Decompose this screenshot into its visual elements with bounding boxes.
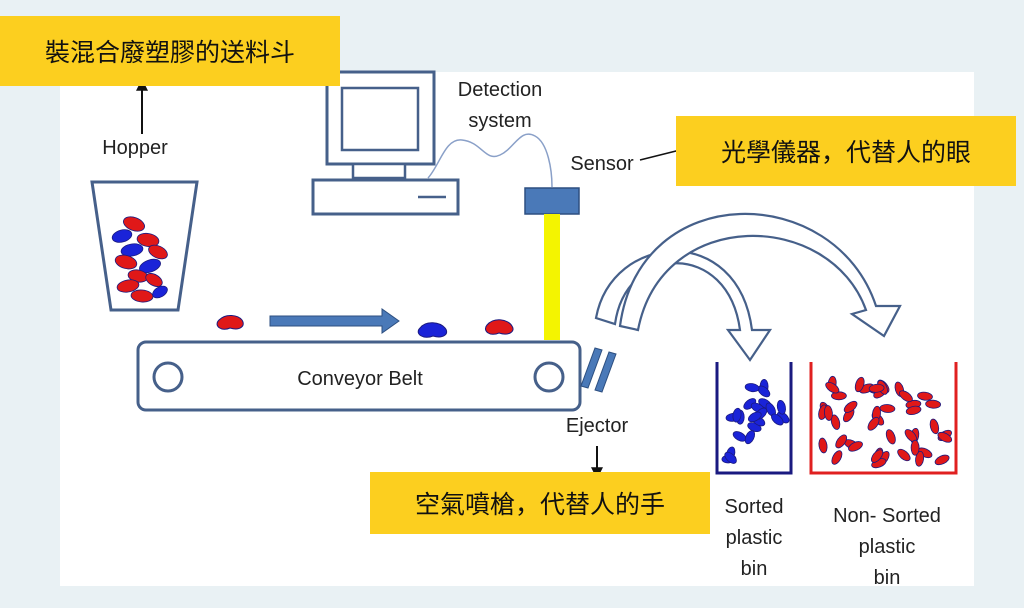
hopper-pellet <box>116 279 140 293</box>
sorted-label-line2: plastic <box>726 527 783 549</box>
conveyor-roller-left <box>152 361 184 393</box>
conveyor-label: Conveyor Belt <box>297 368 423 390</box>
nonsorted-pellet <box>897 448 911 462</box>
sorted-label-line1: Sorted <box>725 496 784 518</box>
sorted-pellet <box>776 399 786 415</box>
sensor-label: Sensor <box>570 153 634 175</box>
nonsorted-pellet <box>868 383 885 393</box>
detection-label-line1: Detection <box>458 79 543 101</box>
hopper-pellet <box>120 243 144 257</box>
sensor-icon <box>524 187 580 215</box>
sensor-beam <box>544 214 560 340</box>
sorted-pellet <box>744 430 756 445</box>
hopper-pellet <box>130 289 154 303</box>
sorted-label-line3: bin <box>741 558 768 580</box>
nonsorted-pellet <box>910 439 920 456</box>
ejector-icon <box>580 347 617 393</box>
ejector-callout: 空氣噴槍，代替人的手 <box>370 472 710 534</box>
belt-pellet-red-1 <box>216 315 244 330</box>
hopper-pellet <box>139 258 161 274</box>
ejector-label: Ejector <box>566 415 629 437</box>
nonsorted-pellet <box>898 390 913 403</box>
nonsorted-pellet <box>825 381 840 394</box>
sorted-pellet <box>771 413 784 426</box>
sorted-pellet <box>747 411 762 423</box>
computer-base <box>311 178 460 216</box>
sorted-bin-pellets <box>721 378 790 464</box>
conveyor-belt <box>136 340 582 412</box>
hopper-pellet <box>111 229 133 243</box>
nonsorted-pellet <box>925 399 941 409</box>
nonsorted-pellet <box>934 454 950 466</box>
nonsorted-pellet <box>885 429 896 445</box>
sensor-callout: 光學儀器，代替人的眼 <box>676 116 1016 186</box>
trajectory-arrow-nonsorted <box>618 212 902 338</box>
nonsorted-pellet <box>835 434 848 449</box>
nonsorted-label-line3: bin <box>874 567 901 589</box>
hopper-pellet <box>152 285 168 299</box>
nonsorted-pellet <box>848 441 863 452</box>
nonsorted-pellet <box>854 376 865 393</box>
nonsorted-bin-pellets <box>818 375 953 469</box>
sorted-pellet <box>744 383 760 393</box>
nonsorted-pellet <box>879 404 896 413</box>
hopper-pellet <box>123 216 145 232</box>
hopper-pellet <box>145 273 163 287</box>
nonsorted-pellet <box>823 405 833 421</box>
detection-label-line2: system <box>468 110 531 132</box>
detection-cable <box>427 133 553 188</box>
hopper-callout: 裝混合廢塑膠的送料斗 <box>0 16 340 86</box>
conveyor-roller-right <box>533 361 565 393</box>
belt-pellet-red-2 <box>485 319 514 335</box>
belt-pellet-blue <box>417 322 448 338</box>
conveyor-direction-arrow <box>269 308 400 334</box>
nonsorted-pellet <box>818 437 828 454</box>
hopper-pellet <box>136 232 160 248</box>
nonsorted-pellet <box>915 450 925 467</box>
computer-monitor <box>325 70 436 180</box>
nonsorted-pellet <box>937 431 953 443</box>
nonsorted-pellet <box>843 400 858 413</box>
hopper-label: Hopper <box>102 137 168 159</box>
nonsorted-label-line2: plastic <box>859 536 916 558</box>
sorted-pellet <box>732 407 742 423</box>
nonsorted-label-line1: Non- Sorted <box>833 505 941 527</box>
sorted-pellet <box>724 451 737 464</box>
hopper-pellets <box>111 216 168 303</box>
nonsorted-pellet <box>917 391 933 401</box>
nonsorted-pellet <box>929 418 940 435</box>
nonsorted-pellet <box>905 405 922 416</box>
hopper-pellet <box>114 254 138 270</box>
nonsorted-pellet <box>831 450 843 465</box>
nonsorted-pellet <box>830 414 841 430</box>
nonsorted-pellet <box>867 416 880 431</box>
nonsorted-pellet <box>870 449 884 463</box>
hopper-pellet <box>148 244 168 260</box>
